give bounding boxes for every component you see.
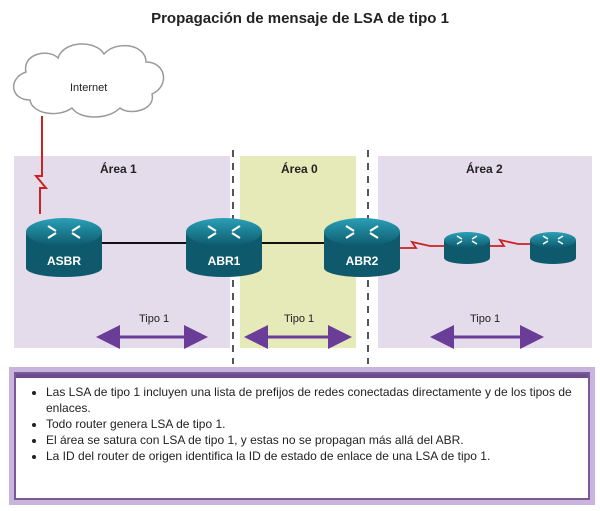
internet-serial-link <box>33 116 49 214</box>
note-item: La ID del router de origen identifica la… <box>46 448 574 464</box>
area-0-tipo-label: Tipo 1 <box>284 313 315 325</box>
note-item: El área se satura con LSA de tipo 1, y e… <box>46 432 574 448</box>
serial-link-abr2-r4 <box>398 240 444 249</box>
diagram-title: Propagación de mensaje de LSA de tipo 1 <box>151 10 449 27</box>
router-abr2-label: ABR2 <box>345 254 379 268</box>
router-area2-b-icon <box>530 232 576 264</box>
notes-list: Las LSA de tipo 1 incluyen una lista de … <box>16 374 588 464</box>
router-abr1-icon <box>186 218 262 277</box>
area-2-label: Área 2 <box>466 162 503 176</box>
area-0-label: Área 0 <box>281 162 318 176</box>
serial-link-r4-r5 <box>488 238 532 247</box>
router-abr2-icon <box>324 218 400 277</box>
note-item: Todo router genera LSA de tipo 1. <box>46 416 574 432</box>
router-abr1-label: ABR1 <box>207 254 241 268</box>
cloud-label: Internet <box>70 82 108 94</box>
router-area2-a-icon <box>444 232 490 264</box>
area-1-label: Área 1 <box>100 162 137 176</box>
note-item: Las LSA de tipo 1 incluyen una lista de … <box>46 384 574 416</box>
area-2-tipo-label: Tipo 1 <box>470 313 501 325</box>
internet-cloud-icon <box>13 43 165 118</box>
notes-top-bar <box>16 374 588 378</box>
router-asbr-label: ASBR <box>46 254 81 268</box>
notes-box: Las LSA de tipo 1 incluyen una lista de … <box>14 372 590 500</box>
router-asbr-icon <box>26 218 102 277</box>
area-1-tipo-label: Tipo 1 <box>139 313 170 325</box>
